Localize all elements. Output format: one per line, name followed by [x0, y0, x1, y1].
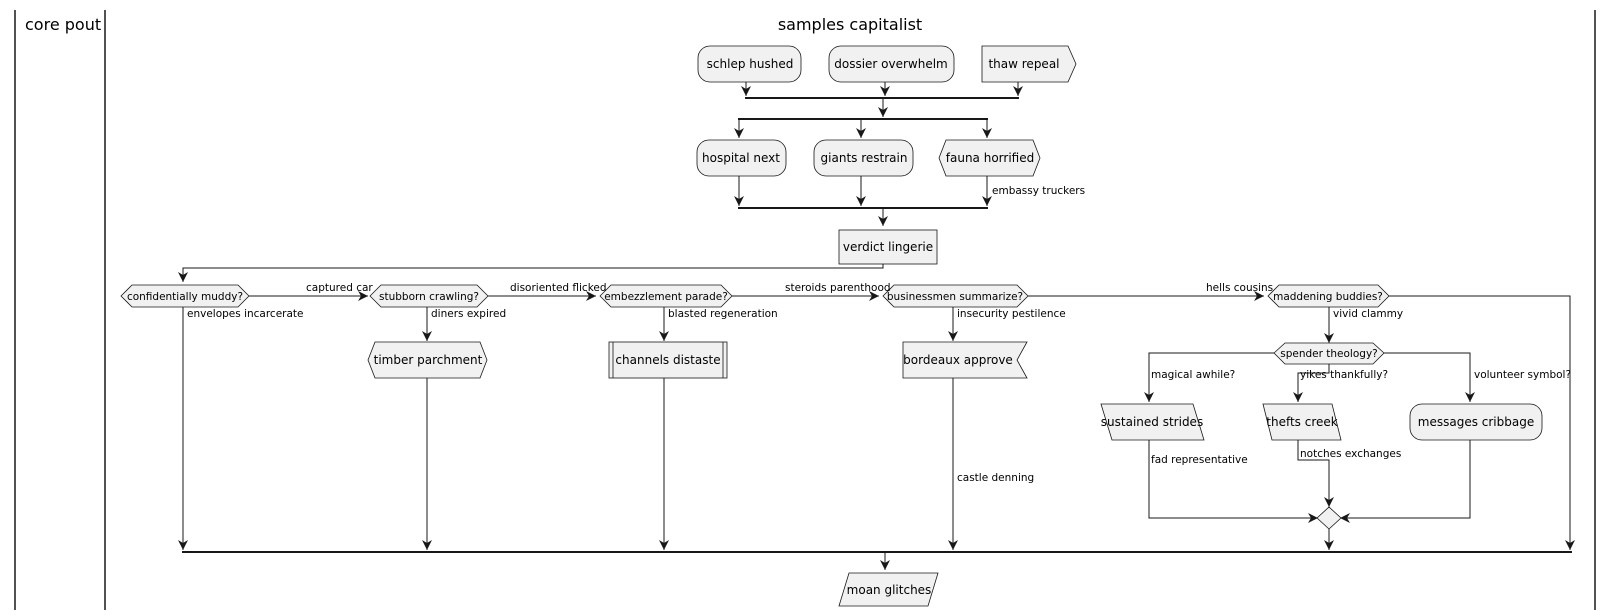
join-bar — [738, 207, 988, 209]
edge-label: notches exchanges — [1300, 448, 1401, 460]
activity-schlep-hushed[interactable] — [697, 45, 802, 83]
edge-label: embassy truckers — [992, 185, 1085, 197]
edge-label: disoriented flicked — [510, 282, 607, 294]
edge-label: blasted regeneration — [668, 308, 778, 320]
activity-thaw-repeal[interactable] — [981, 45, 1077, 83]
sync-bars — [182, 97, 1572, 553]
edge-label: insecurity pestilence — [957, 308, 1066, 320]
activity-dossier-overwhelm[interactable] — [828, 45, 955, 83]
decision-label: businessmen summarize? — [887, 291, 1023, 303]
node-label: giants restrain — [821, 151, 908, 165]
decision-embezzlement-parade[interactable] — [599, 284, 733, 308]
decision-labels: confidentially muddy? stubborn crawling?… — [127, 291, 1383, 360]
node-label: thaw repeal — [988, 57, 1059, 71]
edge-label: diners expired — [431, 308, 506, 320]
node-label: hospital next — [702, 151, 780, 165]
edge-label: captured car — [306, 282, 373, 294]
node-label: dossier overwhelm — [834, 57, 948, 71]
edge-label: volunteer symbol? — [1474, 369, 1571, 381]
decision-businessmen-summarize[interactable] — [882, 284, 1029, 308]
activity-verdict-lingerie[interactable] — [838, 229, 938, 265]
node-labels: schlep hushed dossier overwhelm thaw rep… — [374, 57, 1535, 597]
decision-spender-theology[interactable] — [1273, 342, 1385, 365]
activity-channels-distaste[interactable] — [608, 341, 728, 379]
decision-label: embezzlement parade? — [604, 291, 728, 303]
node-label: verdict lingerie — [843, 240, 933, 254]
activity-bordeaux-approve[interactable] — [902, 341, 1028, 379]
lane-title-core-pout: core pout — [25, 15, 101, 34]
decision-label: stubborn crawling? — [379, 291, 479, 303]
activity-fauna-horrified[interactable] — [938, 139, 1041, 177]
decision-label: maddening buddies? — [1273, 291, 1383, 303]
activity-giants-restrain[interactable] — [813, 139, 914, 177]
node-label: channels distaste — [615, 353, 720, 367]
decision-confidentially-muddy[interactable] — [120, 284, 250, 308]
edge-labels: embassy truckers captured car disoriente… — [187, 185, 1571, 484]
fork-bar — [738, 118, 988, 120]
node-label: sustained strides — [1101, 415, 1203, 429]
activity-messages-cribbage[interactable] — [1409, 403, 1543, 441]
lane-title-samples-capitalist: samples capitalist — [778, 15, 922, 34]
edge-label: fad representative — [1151, 454, 1248, 466]
swimlane-borders — [14, 10, 1596, 610]
node-label: schlep hushed — [707, 57, 794, 71]
decision-stubborn-crawling[interactable] — [369, 284, 489, 308]
merge-diamond — [1316, 506, 1342, 530]
activity-moan-glitches[interactable] — [838, 572, 939, 607]
edge-label: yikes thankfully? — [1300, 369, 1388, 381]
decision-label: spender theology? — [1280, 348, 1377, 360]
node-label: thefts creek — [1266, 415, 1338, 429]
node-label: bordeaux approve — [903, 353, 1013, 367]
edge-label: castle denning — [957, 472, 1034, 484]
edge-label: magical awhile? — [1151, 369, 1235, 381]
merge-bar — [182, 551, 1572, 553]
node-label: timber parchment — [374, 353, 483, 367]
edge-label: hells cousins — [1206, 282, 1273, 294]
activity-timber-parchment[interactable] — [367, 341, 488, 379]
activity-hospital-next[interactable] — [696, 139, 787, 177]
fork-bar — [745, 97, 1019, 99]
decision-label: confidentially muddy? — [127, 291, 243, 303]
node-label: moan glitches — [847, 583, 932, 597]
activity-sustained-strides[interactable] — [1100, 403, 1205, 441]
edge-label: vivid clammy — [1333, 308, 1403, 320]
node-label: fauna horrified — [946, 151, 1034, 165]
decision-maddening-buddies[interactable] — [1267, 284, 1390, 308]
edge-label: steroids parenthood — [785, 282, 891, 294]
activity-thefts-creek[interactable] — [1262, 403, 1342, 441]
edge-label: envelopes incarcerate — [187, 308, 304, 320]
node-label: messages cribbage — [1418, 415, 1534, 429]
edges — [178, 82, 1575, 570]
